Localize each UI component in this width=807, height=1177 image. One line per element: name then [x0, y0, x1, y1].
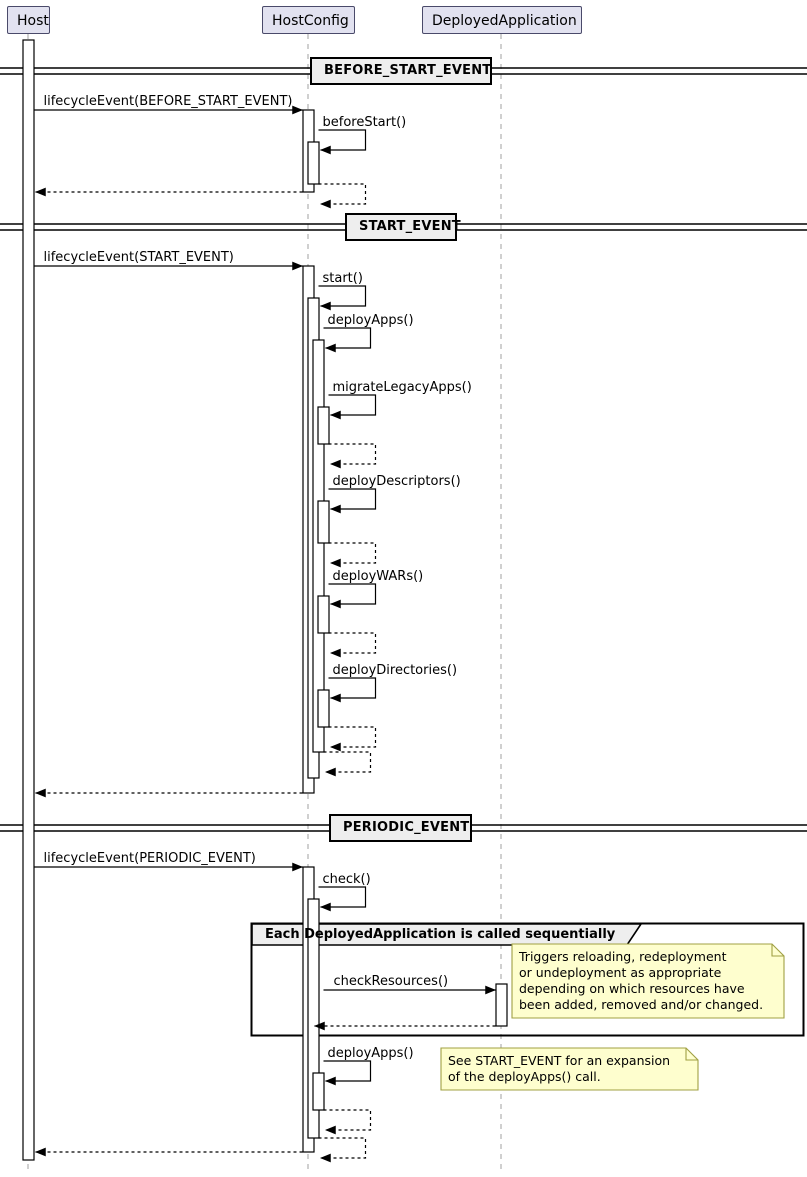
arrow-start-5 — [318, 285, 367, 311]
msg-label-deploywars-11: deployWARs() — [332, 569, 424, 584]
divider-periodic-event: PERIODIC_EVENT — [329, 814, 472, 842]
activation-hostconfig-migrate — [317, 406, 330, 445]
note-check-resources-text: Triggers reloading, redeployment or unde… — [519, 949, 764, 1012]
arrow-deployapps-21 — [323, 1060, 372, 1086]
arrow-deployapps-6 — [323, 327, 372, 353]
arrow-return-14 — [328, 726, 377, 752]
arrow-return-22 — [323, 1109, 372, 1135]
participant-deployedapplication[interactable]: DeployedApplication — [422, 6, 582, 34]
message-arrows — [33, 105, 497, 1163]
msg-label-checkresources-19: checkResources() — [333, 974, 449, 989]
participant-hostconfig[interactable]: HostConfig — [262, 6, 355, 34]
activation-hostconfig-periodic-2 — [312, 1072, 325, 1111]
arrow-check-18 — [318, 886, 367, 912]
activation-hostconfig-start-2 — [312, 339, 325, 753]
divider-start-event: START_EVENT — [345, 213, 461, 241]
activation-hostconfig-beforestart-1 — [307, 141, 320, 185]
activation-hostconfig-directories — [317, 689, 330, 728]
arrow-return-10 — [328, 542, 377, 568]
activation-bars — [22, 39, 508, 1161]
msg-label-deploydirectories-13: deployDirectories() — [332, 663, 458, 678]
activation-hostconfig-wars — [317, 595, 330, 634]
dividers-group — [0, 67, 807, 832]
msg-label-lifecycleeventperiodicevent-17: lifecycleEvent(PERIODIC_EVENT) — [43, 851, 256, 866]
note-shapes — [440, 943, 785, 1091]
participant-host[interactable]: Host — [7, 6, 50, 34]
msg-label-migratelegacyapps-7: migrateLegacyApps() — [332, 380, 472, 395]
divider-before-start-event: BEFORE_START_EVENT — [310, 57, 492, 85]
arrow-deploywars-11 — [328, 583, 377, 609]
note-deploy-apps-fold — [685, 1048, 698, 1061]
msg-label-lifecycleeventbeforestartevent-0: lifecycleEvent(BEFORE_START_EVENT) — [43, 94, 293, 109]
msg-label-check-18: check() — [322, 872, 371, 887]
arrow-deploydescriptors-9 — [328, 488, 377, 514]
msg-label-deployapps-21: deployApps() — [327, 1046, 414, 1061]
msg-label-lifecycleeventstartevent-4: lifecycleEvent(START_EVENT) — [43, 250, 234, 265]
group-title-0: Each DeployedApplication is called seque… — [265, 927, 616, 942]
note-deploy-apps-text: See START_EVENT for an expansion of the … — [448, 1053, 671, 1084]
activation-host-root — [22, 39, 35, 1161]
activation-hostconfig-descriptors — [317, 500, 330, 544]
arrow-return-2 — [318, 183, 367, 209]
arrow-return-8 — [328, 443, 377, 469]
arrow-return-12 — [328, 632, 377, 658]
arrow-beforestart-1 — [318, 129, 367, 155]
activation-deployedapp-checkresources — [495, 983, 508, 1027]
arrow-deploydirectories-13 — [328, 677, 377, 703]
msg-label-start-5: start() — [322, 271, 363, 286]
msg-label-deployapps-6: deployApps() — [327, 313, 414, 328]
lifelines-group — [27, 34, 502, 1170]
note-check-resources — [511, 943, 785, 1019]
note-check-resources-fold — [771, 944, 784, 957]
msg-label-beforestart-1: beforeStart() — [322, 115, 407, 130]
arrow-return-23 — [318, 1137, 367, 1163]
arrow-return-15 — [323, 751, 372, 777]
activation-hostconfig-periodic-1 — [307, 898, 320, 1139]
arrow-migratelegacyapps-7 — [328, 394, 377, 420]
msg-label-deploydescriptors-9: deployDescriptors() — [332, 474, 461, 489]
group-frames — [250, 922, 805, 1037]
note-deploy-apps — [440, 1047, 699, 1091]
